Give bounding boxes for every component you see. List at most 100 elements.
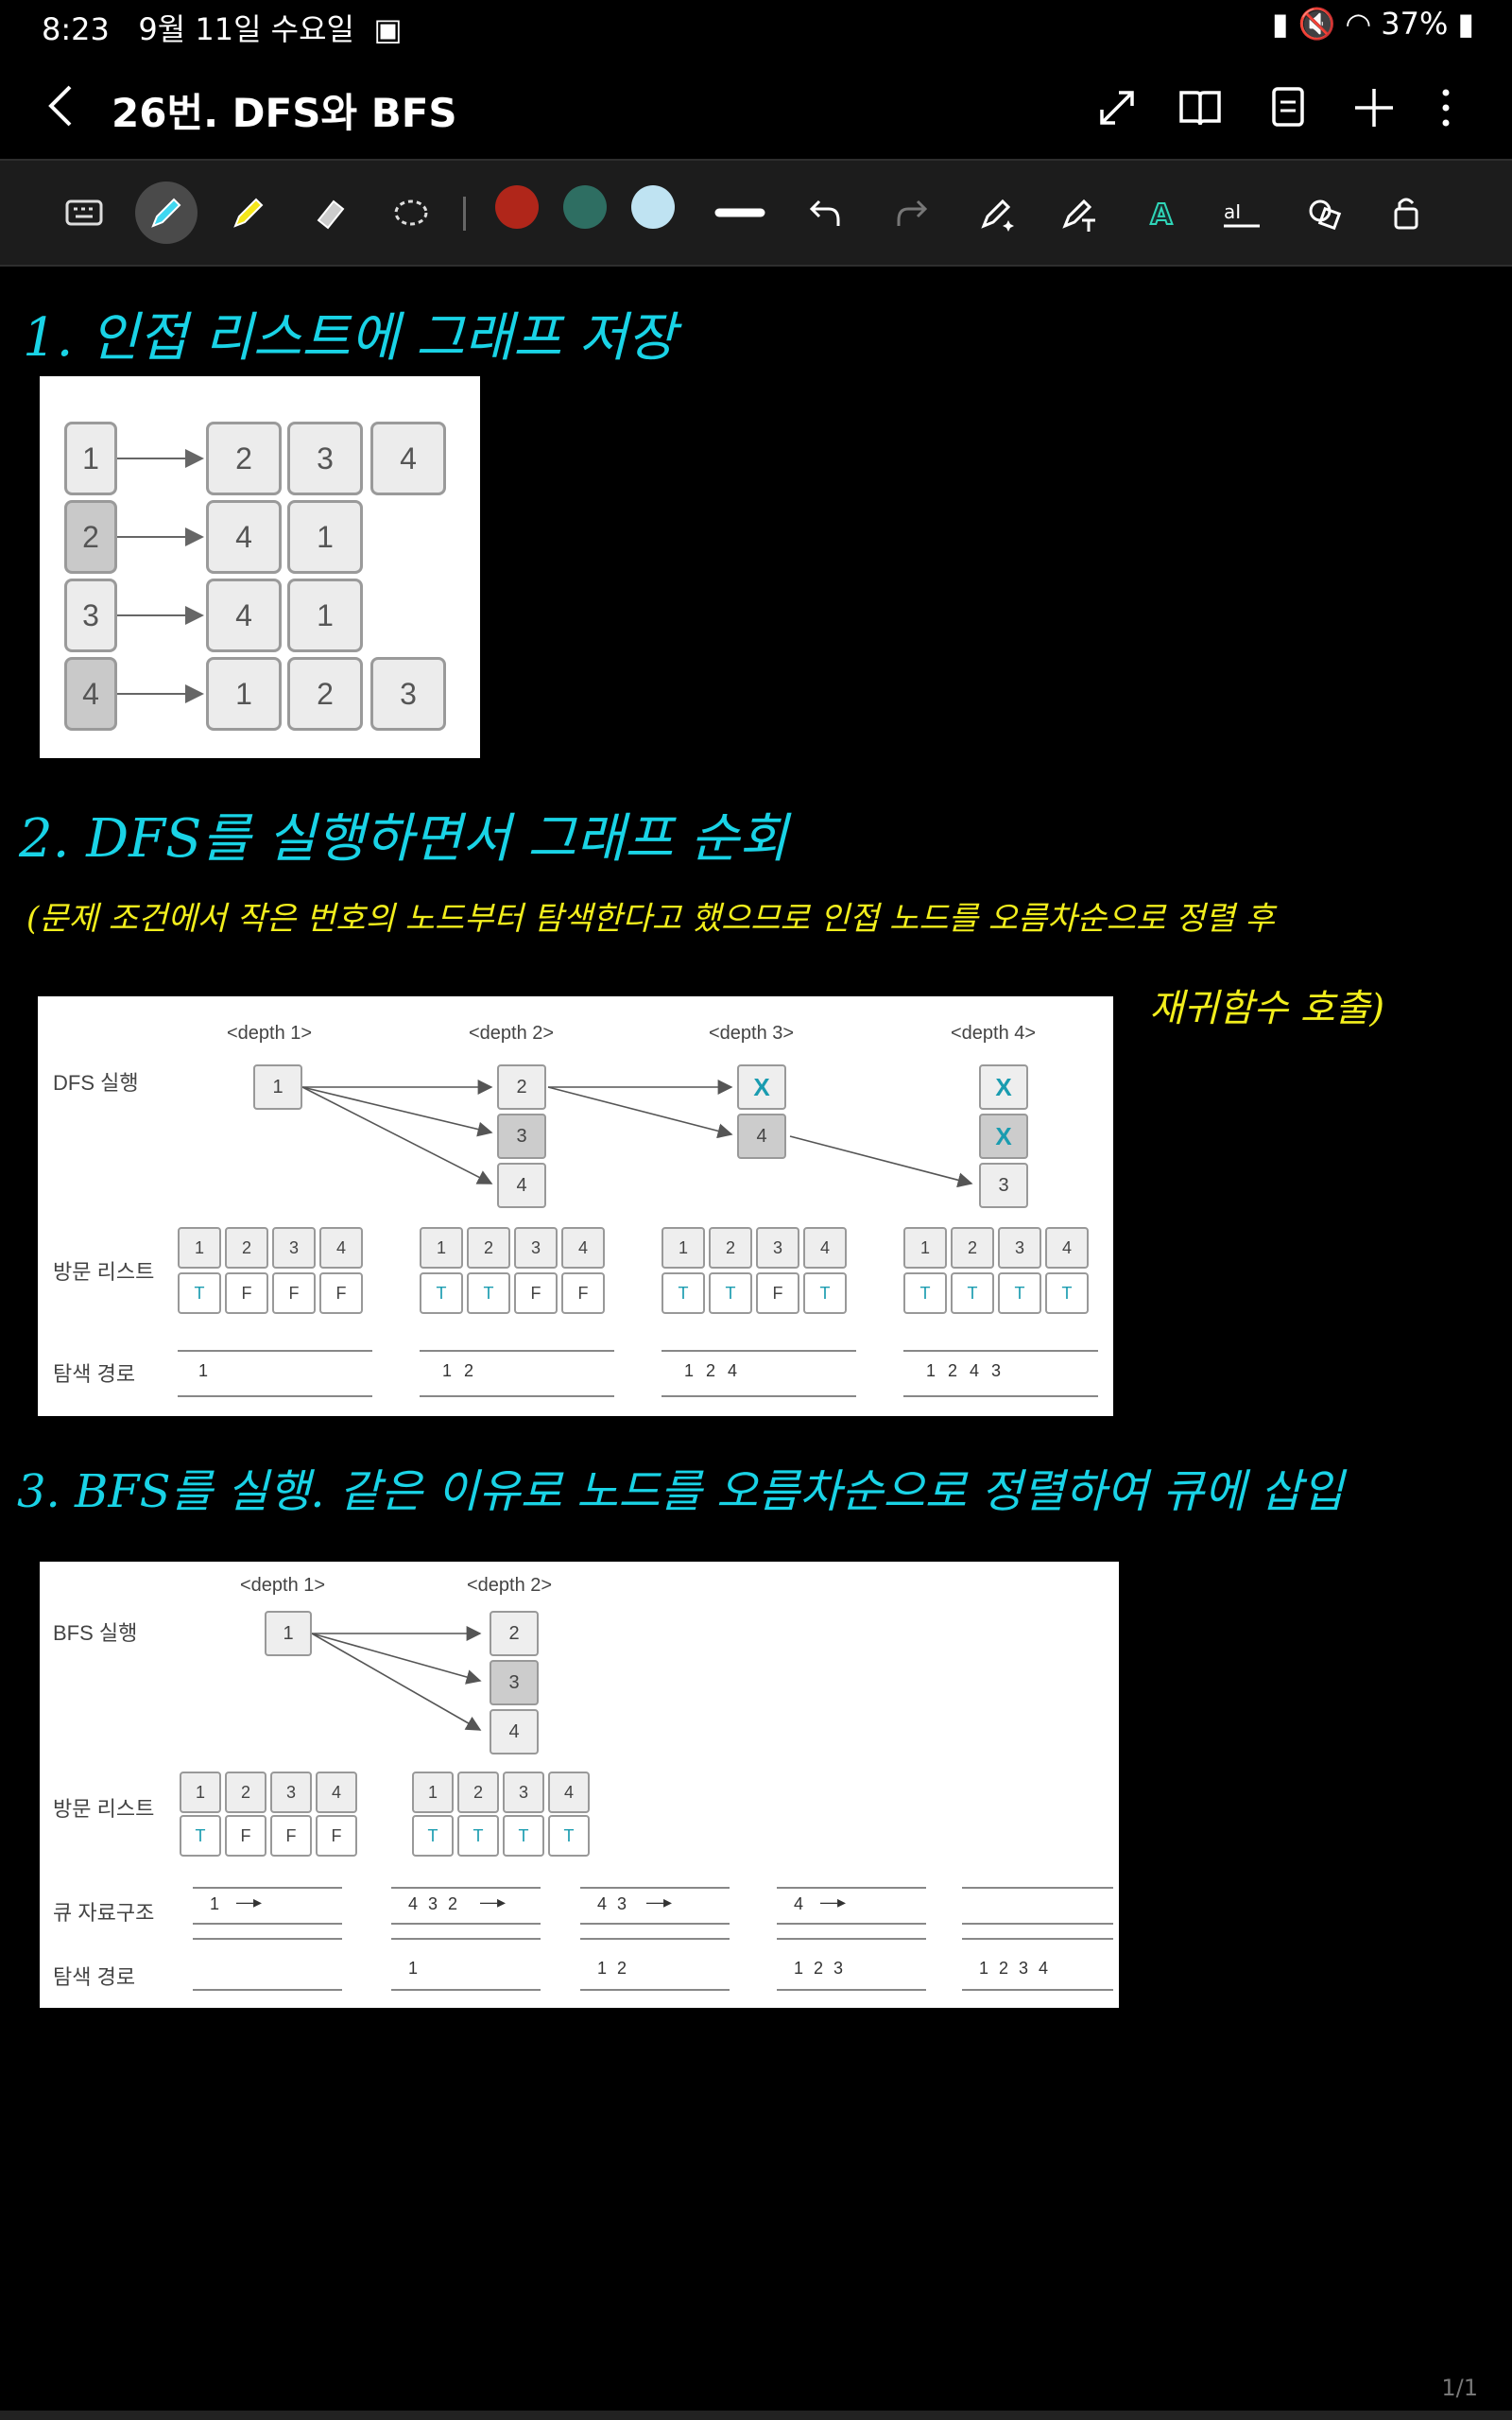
more-options-button[interactable] <box>1423 81 1476 134</box>
divider <box>420 1350 614 1352</box>
visit-index-cell: 1 <box>180 1772 221 1813</box>
status-bar: 8:23 9월 11일 수요일 ▣ ▮ 🔇 ◠ 37% ▮ <box>0 0 1512 53</box>
mute-icon: 🔇 <box>1297 6 1336 42</box>
shapes-tool[interactable] <box>1293 182 1355 244</box>
lasso-tool[interactable] <box>380 182 442 244</box>
divider <box>391 1923 541 1925</box>
color-swatch-green[interactable] <box>563 185 607 229</box>
eraser-icon <box>317 199 345 230</box>
page-layout-button[interactable] <box>1263 81 1315 134</box>
visit-flag-cell: T <box>709 1272 752 1314</box>
visit-index-cell: 2 <box>225 1227 268 1269</box>
divider <box>391 1887 541 1889</box>
queue-arrow-icon: —▸ <box>646 1893 673 1911</box>
queue-arrow-icon: —▸ <box>480 1893 507 1911</box>
adjacency-arrows <box>117 449 204 703</box>
divider <box>777 1938 926 1940</box>
visit-flag-cell: T <box>412 1815 454 1857</box>
book-view-button[interactable] <box>1174 81 1227 134</box>
divider <box>962 1887 1113 1889</box>
text-style-icon: A <box>1149 198 1174 233</box>
bfs-figure: <depth 1> <depth 2> BFS 실행 1 2 3 4 방문 리스… <box>40 1562 1119 2008</box>
bfs-queue-state: 4 <box>794 1894 804 1913</box>
stroke-width-tool[interactable] <box>709 182 771 244</box>
divider <box>178 1350 372 1352</box>
add-page-button[interactable] <box>1348 81 1400 134</box>
note-text-1: (문제 조건에서 작은 번호의 노드부터 탐색한다고 했으므로 인접 노드를 오… <box>26 900 1275 938</box>
color-swatch-red[interactable] <box>495 185 539 229</box>
pen-sparkle-icon <box>981 199 1014 232</box>
visit-index-cell: 3 <box>272 1227 316 1269</box>
redo-button[interactable] <box>881 182 943 244</box>
adj-cell: 4 <box>206 500 282 574</box>
visit-index-cell: 2 <box>225 1772 266 1813</box>
visit-flag-cell: T <box>662 1272 705 1314</box>
eraser-tool[interactable] <box>299 182 361 244</box>
visit-index-cell: 2 <box>951 1227 994 1269</box>
divider <box>662 1395 856 1397</box>
bfs-visit-label: 방문 리스트 <box>53 1797 155 1821</box>
note-heading-1: 1. 인접 리스트에 그래프 저장 <box>23 307 677 369</box>
cast-icon: ▣ <box>364 11 403 47</box>
pen-settings-tool[interactable] <box>966 182 1028 244</box>
bfs-run-label: BFS 실행 <box>53 1621 138 1645</box>
pen-tool[interactable] <box>135 182 198 244</box>
expand-icon <box>1100 91 1134 125</box>
divider <box>962 1989 1113 1991</box>
dfs-depth-label: <depth 3> <box>709 1023 795 1044</box>
keyboard-icon <box>65 199 103 226</box>
visit-flag-cell: F <box>561 1272 605 1314</box>
visit-flag-cell: F <box>316 1815 357 1857</box>
app-header: 26번. DFS와 BFS <box>0 53 1512 159</box>
visit-index-cell: 3 <box>998 1227 1041 1269</box>
divider <box>580 1923 730 1925</box>
visit-flag-cell: F <box>270 1815 312 1857</box>
visit-flag-cell: T <box>548 1815 590 1857</box>
adjacency-list-figure: 1 2 3 4 2 4 1 3 4 1 4 1 2 3 <box>40 376 480 758</box>
shapes-icon <box>1309 199 1342 231</box>
adj-cell: 2 <box>206 422 282 495</box>
status-time: 8:23 <box>42 11 110 47</box>
undo-button[interactable] <box>794 182 856 244</box>
text-style-tool[interactable]: A <box>1130 182 1193 244</box>
visit-flag-cell: T <box>903 1272 947 1314</box>
divider <box>777 1923 926 1925</box>
back-arrow-icon <box>48 85 72 127</box>
svg-text:A: A <box>1150 199 1173 232</box>
highlighter-tool[interactable] <box>217 182 280 244</box>
battery-percent: 37% <box>1381 6 1449 42</box>
visit-index-cell: 4 <box>316 1772 357 1813</box>
visit-index-cell: 3 <box>270 1772 312 1813</box>
bfs-node: 3 <box>490 1660 539 1705</box>
visit-flag-cell: F <box>756 1272 799 1314</box>
dfs-arrows <box>301 1080 973 1188</box>
bfs-arrows <box>311 1626 482 1731</box>
read-only-toggle[interactable] <box>1376 182 1438 244</box>
visit-index-cell: 1 <box>420 1227 463 1269</box>
drawing-toolbar: A aI <box>0 159 1512 267</box>
visit-index-cell: 4 <box>561 1227 605 1269</box>
plus-icon <box>1355 89 1393 127</box>
back-button[interactable] <box>38 78 85 134</box>
bfs-queue-label: 큐 자료구조 <box>53 1901 155 1925</box>
divider <box>193 1938 342 1940</box>
adj-node-3: 3 <box>64 579 117 652</box>
note-heading-2: 2. DFS를 실행하면서 그래프 순회 <box>19 808 788 870</box>
adj-cell: 4 <box>206 579 282 652</box>
divider <box>777 1887 926 1889</box>
text-box-tool[interactable]: aI <box>1211 182 1274 244</box>
text-pen-icon <box>1062 199 1095 232</box>
visit-index-cell: 3 <box>756 1227 799 1269</box>
keyboard-tool[interactable] <box>53 182 115 244</box>
page-title: 26번. DFS와 BFS <box>112 90 457 136</box>
visit-index-cell: 3 <box>503 1772 544 1813</box>
expand-button[interactable] <box>1091 81 1143 134</box>
color-swatch-lightblue[interactable] <box>631 185 675 229</box>
text-pen-tool[interactable] <box>1047 182 1109 244</box>
pen-icon <box>151 198 181 228</box>
status-left: 8:23 9월 11일 수요일 ▣ <box>42 6 403 49</box>
book-icon <box>1179 91 1221 126</box>
more-vertical-icon <box>1442 89 1450 127</box>
toolbar-divider <box>463 197 466 231</box>
divider <box>903 1350 1098 1352</box>
